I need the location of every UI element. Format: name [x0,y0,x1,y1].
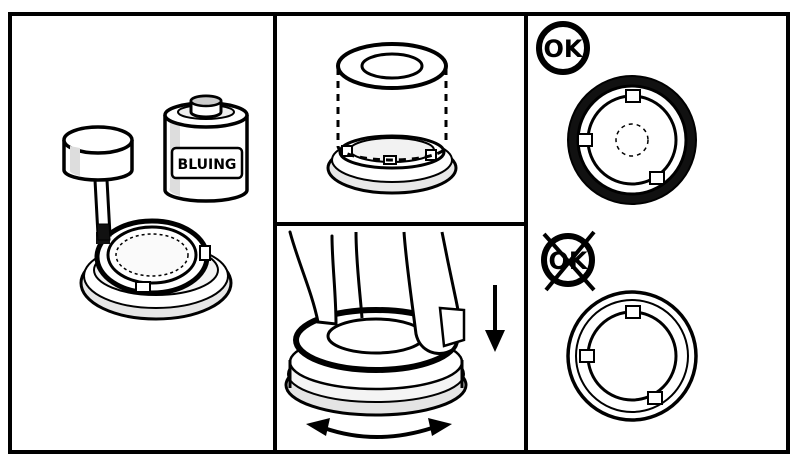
bluing-can-label: BLUING [178,157,237,173]
rotate-arrow [306,418,452,437]
panel-rotate-cup [286,232,505,437]
bluing-brush [64,127,132,240]
valve-seat-correct [568,76,696,204]
not-ok-badge: OK [542,232,594,290]
panel-check-pattern: OK OK [537,22,696,420]
valve-seat-incorrect [568,292,696,420]
panel-cup-alignment [328,44,456,193]
ok-badge: OK [537,22,589,74]
bluing-can: BLUING [165,96,247,201]
press-down-arrow [485,285,505,352]
panel-apply-bluing: BLUING [64,96,247,319]
ok-badge-text: OK [544,35,584,63]
